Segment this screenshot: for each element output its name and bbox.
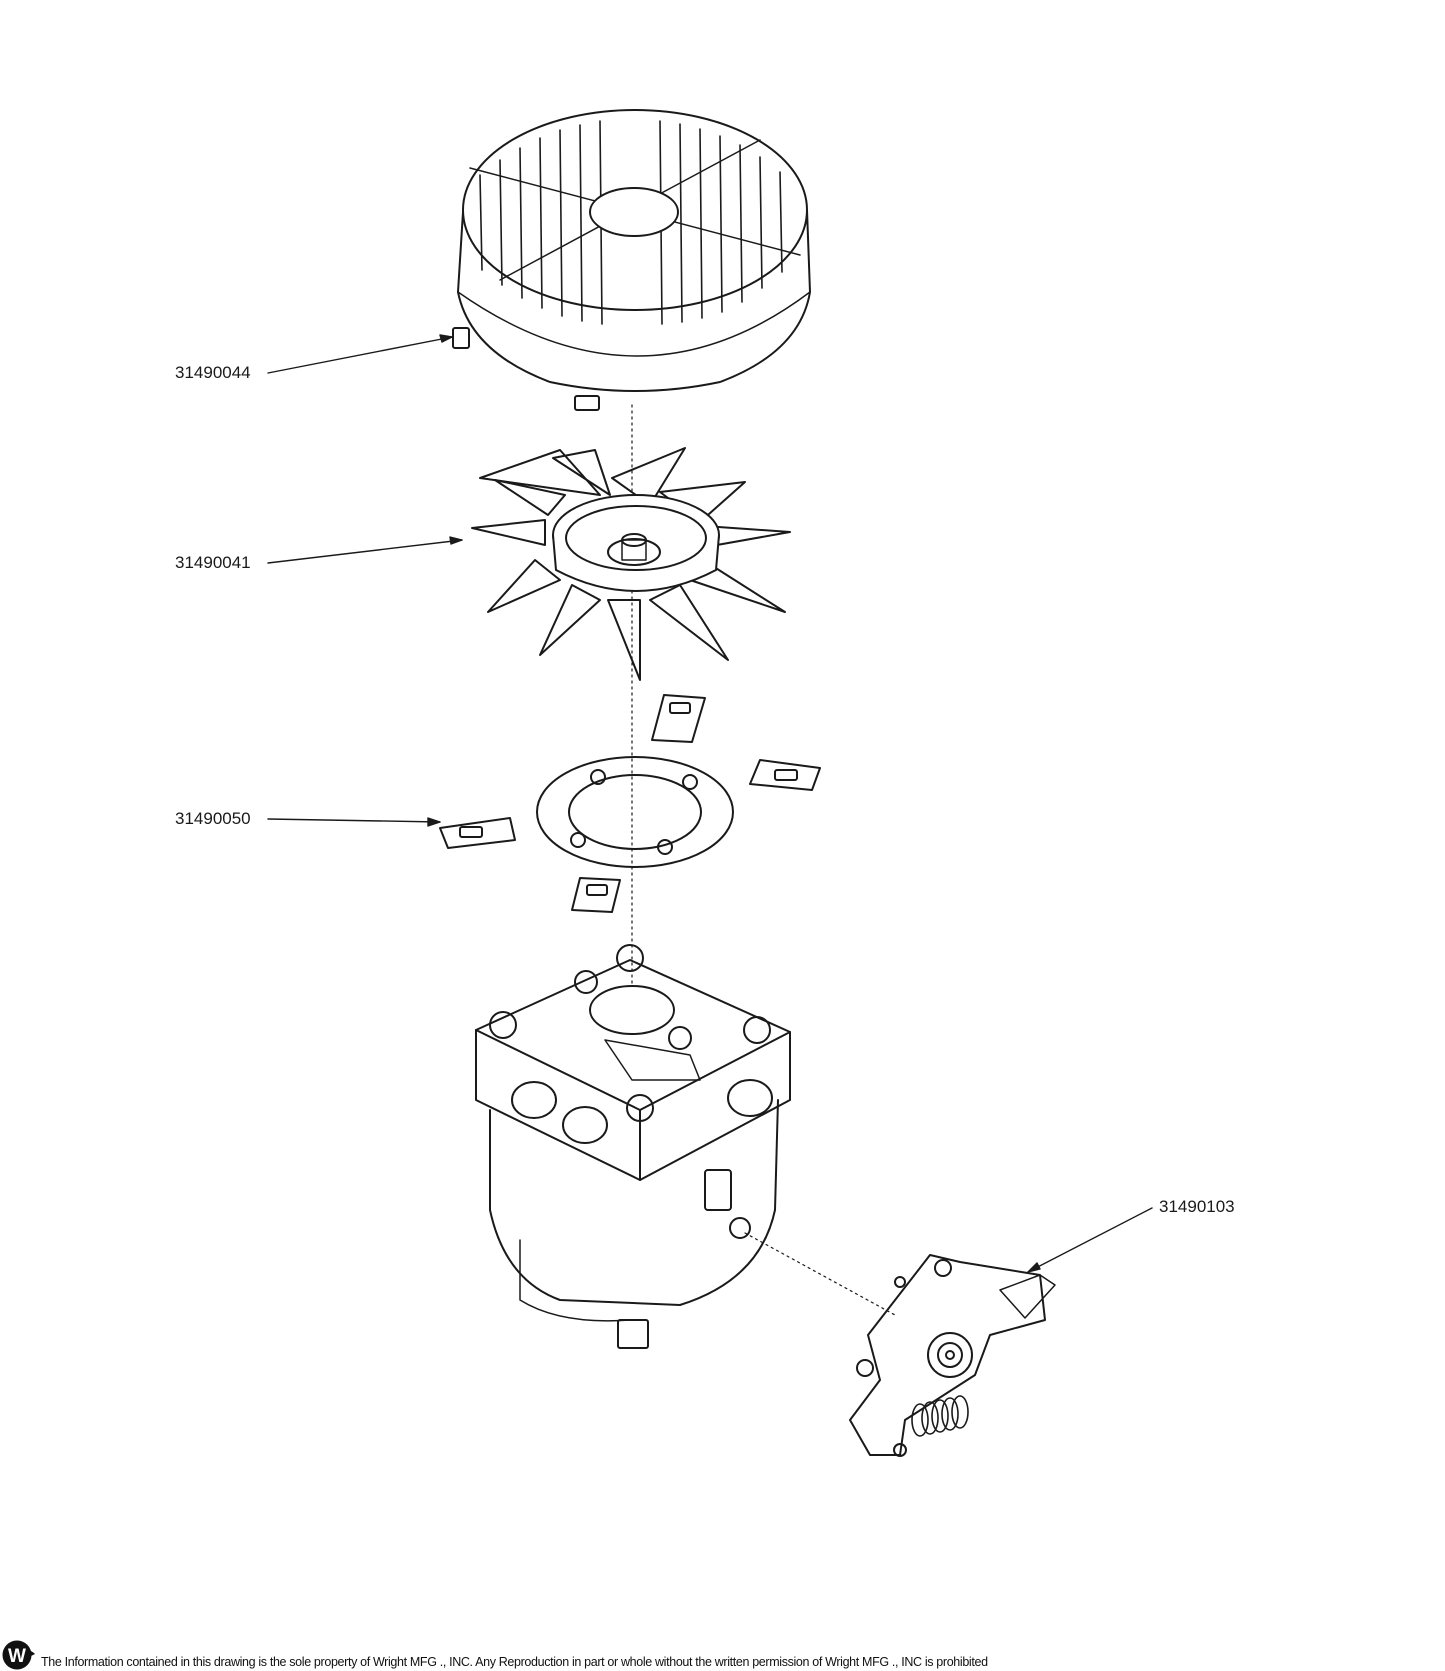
fan-shroud-part bbox=[452, 109, 811, 411]
callout-mounting-bracket: 31490050 bbox=[175, 809, 251, 828]
governor-axis-line bbox=[744, 1232, 896, 1316]
return-spring-part bbox=[911, 1395, 969, 1437]
mounting-bracket-part bbox=[439, 694, 821, 913]
svg-text:W: W bbox=[8, 1646, 26, 1667]
callout-cooling-fan: 31490041 bbox=[175, 553, 251, 572]
control-arm-assembly-part bbox=[849, 1254, 1056, 1457]
callout-fan-shroud: 31490044 bbox=[175, 363, 251, 382]
footer-disclaimer: The Information contained in this drawin… bbox=[41, 1655, 988, 1669]
cooling-fan-part bbox=[471, 447, 791, 681]
pump-housing-part bbox=[475, 944, 791, 1349]
wright-logo-icon: W bbox=[2, 1640, 35, 1670]
leader-lines bbox=[267, 334, 1153, 1273]
callout-control-arm: 31490103 bbox=[1159, 1197, 1235, 1216]
footer: W The Information contained in this draw… bbox=[0, 1640, 1445, 1671]
